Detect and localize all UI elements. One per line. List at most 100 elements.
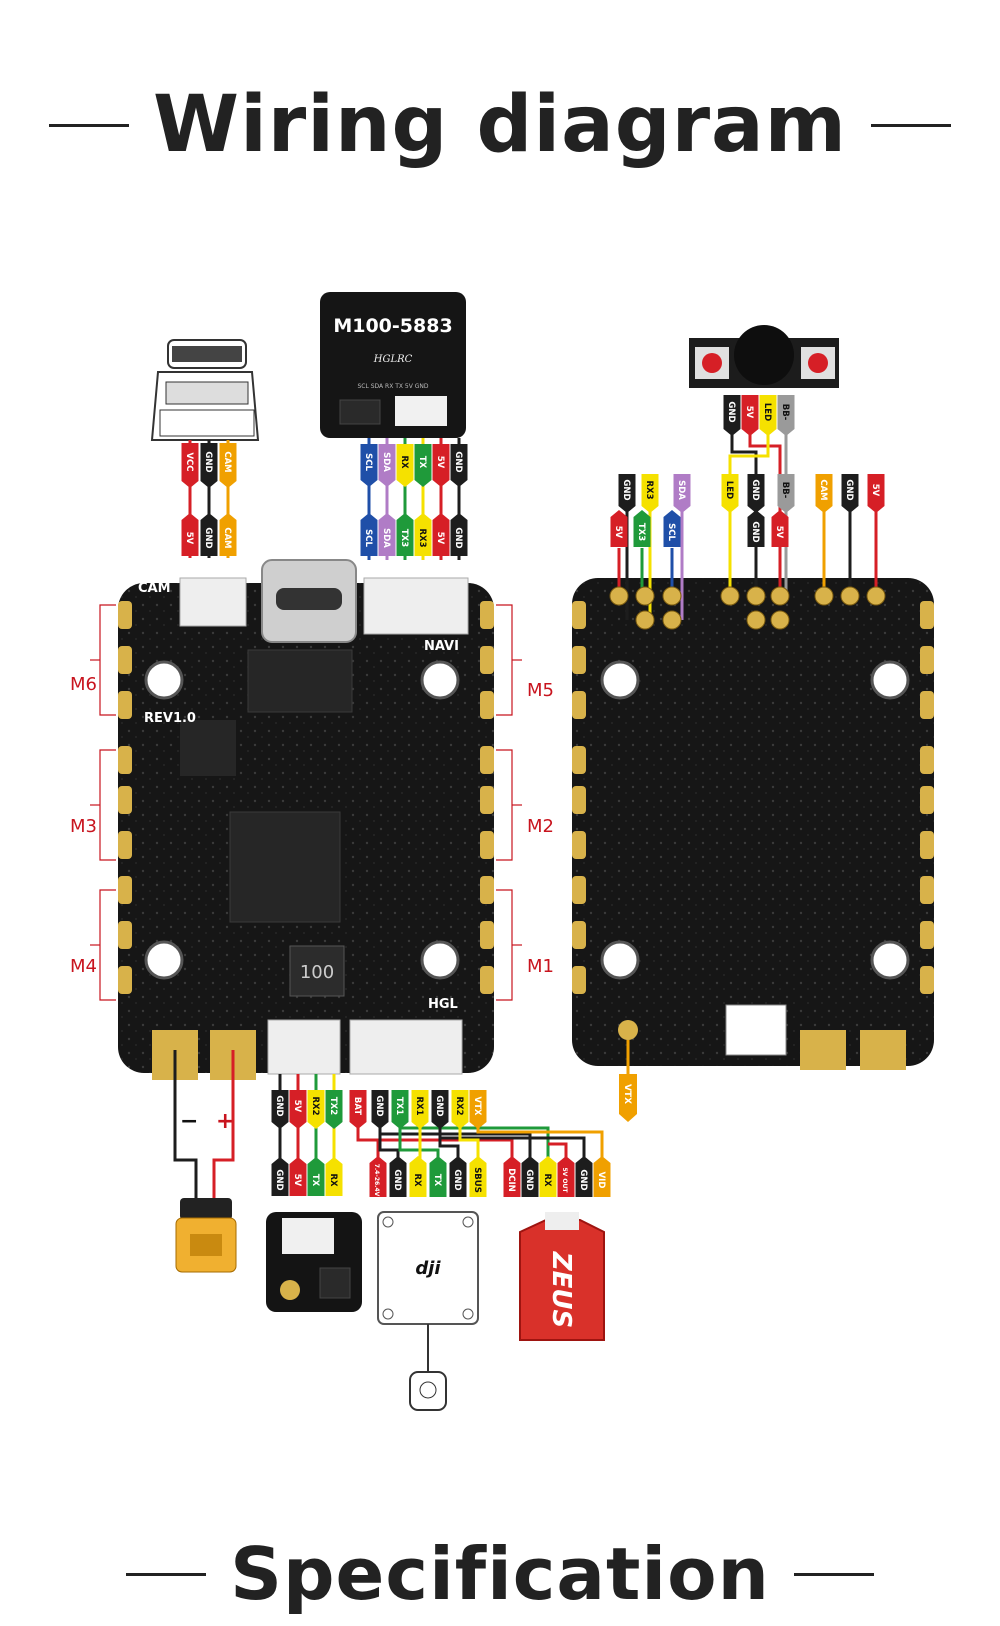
rx-tag-top-2: RX2 <box>307 1090 325 1129</box>
right-side-pad-2 <box>572 691 586 719</box>
right-vtx-text: VTX <box>622 1084 632 1104</box>
rx-tag-top-1-text: 5V <box>292 1100 302 1113</box>
right-top-tag-5: BB- <box>777 474 795 513</box>
right-side-pad-r-7 <box>920 921 934 949</box>
bracket-right-1 <box>496 749 513 861</box>
page-title: Wiring diagram <box>153 80 847 170</box>
right-second-tag-4-text: 5V <box>774 526 784 539</box>
gps-tag-bottom-0-text: SCL <box>363 529 373 547</box>
right-second-tag-0-text: 5V <box>613 526 623 539</box>
dji-tag-0: 7.4-26.4V <box>369 1156 387 1197</box>
zeus-tag-0: DCIN <box>503 1156 521 1197</box>
dji-tag-0-text: 7.4-26.4V <box>373 1164 380 1197</box>
right-side-pad-0 <box>572 601 586 629</box>
right-side-pad-1 <box>572 646 586 674</box>
svg-text:ZEUS: ZEUS <box>546 1251 576 1328</box>
header-pad-12 <box>770 610 790 630</box>
gps-tag-top-0: SCL <box>360 444 378 487</box>
zeus-tag-1: GND <box>521 1156 539 1197</box>
footer-row: Specification <box>0 1532 1000 1616</box>
right-side-pad-7 <box>572 921 586 949</box>
gps-tag-top-5: GND <box>450 444 468 487</box>
receiver-module <box>266 1212 362 1312</box>
right-side-pad-r-1 <box>920 646 934 674</box>
dji-tag-2-text: RX <box>412 1173 422 1187</box>
gps-tag-top-2: RX <box>396 444 414 487</box>
gps-module: M100-5883 HGLRC SCL SDA RX TX 5V GND <box>320 292 466 438</box>
gps-tag-bottom-3: RX3 <box>414 513 432 556</box>
camera-tag-bottom-1: GND <box>200 513 218 556</box>
rx-tag-top-0: GND <box>271 1090 289 1129</box>
header-pad-7 <box>840 586 860 606</box>
right-side-pad-r-6 <box>920 876 934 904</box>
left-side-pad-r-3 <box>480 746 494 774</box>
right-second-tag-2: SCL <box>663 510 681 547</box>
battery-positive-mark: + <box>216 1109 234 1134</box>
right-top-tag-4-text: GND <box>750 479 760 500</box>
header-pad-3 <box>720 586 740 606</box>
gps-model-label: M100-5883 <box>333 315 452 337</box>
bracket-left-2 <box>99 889 116 1001</box>
vtx-tag-top-1-text: GND <box>374 1095 384 1116</box>
title-rule-left <box>49 123 130 127</box>
left-side-pad-r-4 <box>480 786 494 814</box>
gps-tag-bottom-5-text: GND <box>453 527 463 548</box>
right-side-pad-r-4 <box>920 786 934 814</box>
vtx-tag-top-0: BAT <box>349 1090 367 1129</box>
left-side-pad-8 <box>118 966 132 994</box>
vtx-tag-top-5: RX2 <box>451 1090 469 1129</box>
harness-bat-dji <box>356 1122 380 1164</box>
header-pad-9 <box>635 610 655 630</box>
gps-tag-bottom-2-text: TX3 <box>399 529 409 547</box>
zeus-tag-5: VID <box>593 1156 611 1197</box>
rx-tag-top-3: TX2 <box>325 1090 343 1129</box>
camera-tag-top-2-text: CAM <box>222 451 232 472</box>
right-top-tag-8-text: 5V <box>870 484 880 497</box>
battery-negative-mark: − <box>180 1109 198 1134</box>
left-side-pad-1 <box>118 646 132 674</box>
right-top-tag-6-text: CAM <box>818 479 828 500</box>
header-pad-1 <box>635 586 655 606</box>
right-top-tag-6: CAM <box>815 474 833 513</box>
right-top-tag-3-text: LED <box>724 481 734 499</box>
header-pad-10 <box>662 610 682 630</box>
battery-wire-neg <box>173 1050 198 1200</box>
gps-tag-bottom-1-text: SDA <box>381 528 391 548</box>
wire-tags: VCC5VGNDGNDCAMCAMSCLSCLSDASDARXTX3TXRX35… <box>181 395 886 1197</box>
left-side-pad-r-2 <box>480 691 494 719</box>
bracket-left-0 <box>99 604 116 716</box>
gps-tag-top-2-text: RX <box>399 455 409 469</box>
left-side-pad-6 <box>118 876 132 904</box>
right-side-pad-5 <box>572 831 586 859</box>
zeus-tag-3-text: 5V OUT <box>561 1168 568 1194</box>
camera-tag-bottom-2-text: CAM <box>222 527 232 548</box>
left-side-pad-r-6 <box>480 876 494 904</box>
camera-tag-top-2: CAM <box>219 443 237 488</box>
navi-silk-label: NAVI <box>424 639 459 654</box>
zeus-tag-0-text: DCIN <box>506 1168 516 1192</box>
buzzer-tag-0-text: GND <box>726 401 736 422</box>
header-pad-2 <box>662 586 682 606</box>
right-side-pad-r-3 <box>920 746 934 774</box>
rx-tag-bottom-2: TX <box>307 1157 325 1196</box>
inductor-label: 100 <box>300 962 334 983</box>
gps-tag-bottom-4: 5V <box>432 513 450 556</box>
gps-tag-top-4-text: 5V <box>435 456 445 469</box>
camera-tag-bottom-1-text: GND <box>203 527 213 548</box>
right-side-pad-r-8 <box>920 966 934 994</box>
left-side-pad-r-5 <box>480 831 494 859</box>
gps-brand-label: HGLRC <box>373 354 413 365</box>
right-side-pad-r-0 <box>920 601 934 629</box>
dji-tag-3-text: TX <box>432 1174 442 1187</box>
rx-tag-top-1: 5V <box>289 1090 307 1129</box>
motor-label-m6: M6 <box>70 674 97 695</box>
right-side-pad-r-5 <box>920 831 934 859</box>
right-flight-controller <box>572 578 934 1070</box>
hgl-silk-label: HGL <box>428 997 458 1012</box>
right-second-tag-1: TX3 <box>633 510 651 547</box>
header-pad-5 <box>770 586 790 606</box>
gps-tag-bottom-2: TX3 <box>396 513 414 556</box>
title-row: Wiring diagram <box>0 80 1000 170</box>
motor-label-m1: M1 <box>527 956 554 977</box>
